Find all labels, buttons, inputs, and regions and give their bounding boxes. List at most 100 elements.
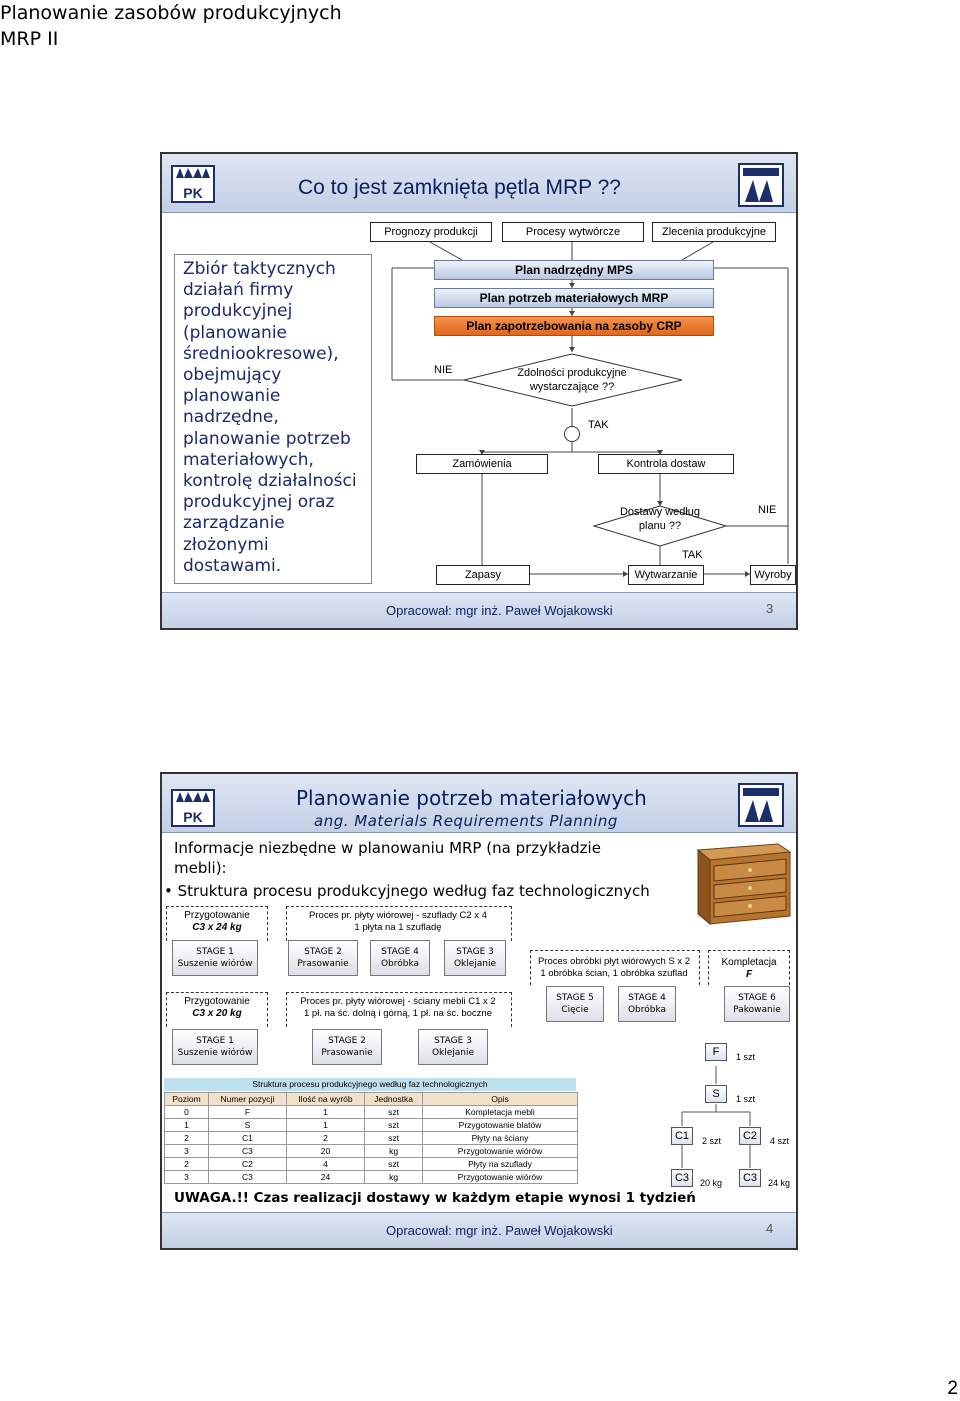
prep1-line2: C3 x 24 kg [192,922,242,933]
slide-3: PK Co to jest zamknięta pętla MRP ?? Zbi… [160,152,798,630]
bom-table: Poziom Numer pozycji Ilość na wyrób Jedn… [163,1092,578,1184]
prep1-text: Przygotowanie C3 x 24 kg [168,910,266,934]
dash-prep1 [166,906,268,941]
proc2-text: Proces pr. płyty wiórowej - ściany mebli… [288,996,508,1020]
box-zamowienia: Zamówienia [416,454,548,474]
tree-node-s: S [705,1085,727,1103]
label-nie-capacity: NIE [434,364,453,376]
stage-label: STAGE 4 [381,947,419,957]
connector-circle [564,426,580,442]
product-tree-lines [681,1066,751,1168]
table-header-row: Poziom Numer pozycji Ilość na wyrób Jedn… [163,1092,578,1106]
stage-label: STAGE 3 [434,1036,472,1046]
tree-node-c2: C2 [739,1127,761,1145]
closed-loop-diagram-lines [391,241,789,577]
tree-node-c3a: C3 [671,1169,693,1187]
table-cell: 24 [285,1170,366,1184]
slide-subtitle: ang. Materials Requirements Planning [314,812,618,830]
stage-label: STAGE 1 [196,1036,234,1046]
stage-label: STAGE 3 [456,947,494,957]
proc3-text: Proces obróbki płyt wiórowych S x 2 1 ob… [530,956,698,980]
slide-title: Planowanie potrzeb materiałowych [296,786,647,810]
prep2-line2: C3 x 20 kg [192,1008,242,1019]
stage-name: Prasowanie [297,959,349,969]
komp-line2: F [745,969,753,980]
stage-1-suszenie-2: STAGE 1 Suszenie wiórów [172,1029,258,1065]
tree-qty-f: 1 szt [736,1052,756,1062]
tree-qty-s: 1 szt [736,1094,756,1104]
proc3-line1: Proces obróbki płyt wiórowych S x 2 [537,956,691,967]
bar-crp: Plan zapotrzebowania na zasoby CRP [434,316,714,336]
stage-name: Cięcie [561,1005,589,1015]
label-tak-delivery: TAK [682,549,703,561]
tree-node-c1: C1 [671,1127,693,1145]
stage-name: Oklejanie [453,959,497,969]
dresser-image [696,843,792,926]
slide-header [162,154,796,213]
stage-name: Suszenie wiórów [177,959,253,969]
document-title-line1: Planowanie zasobów produkcyjnych [0,2,342,24]
table-header-cell: Numer pozycji [208,1092,287,1106]
decision-diamond-delivery [592,505,728,547]
label-tak-capacity: TAK [588,419,609,431]
stage-label: STAGE 4 [628,993,666,1003]
stage-4-obrobka-2: STAGE 4 Obróbka [618,986,676,1022]
stage-label: STAGE 2 [304,947,342,957]
slide-footer: Opracował: mgr inż. Paweł Wojakowski 3 [162,592,796,628]
komp-text: Kompletacja F [710,957,788,981]
bullet-icon: • [164,882,178,900]
table-cell: 1 [285,1105,366,1119]
box-procesy-wytworcze: Procesy wytwórcze [502,222,644,242]
tree-qty-c3b: 24 kg [768,1178,791,1188]
castle-logo-icon [738,163,784,207]
bullet-item: • Struktura procesu produkcyjnego według… [164,882,650,900]
bar-mrp: Plan potrzeb materiałowych MRP [434,288,714,308]
svg-text:PK: PK [183,809,202,825]
dash-proc3 [530,950,700,985]
prep2-text: Przygotowanie C3 x 20 kg [168,996,266,1020]
definition-box: Zbiór taktycznych działań firmy produkcy… [174,254,372,584]
proc1-line1: Proces pr. płyty wiórowej - szuflady C2 … [309,910,487,921]
castle-logo-icon [738,783,784,827]
tree-qty-c3a: 20 kg [700,1178,723,1188]
tree-qty-c1: 2 szt [702,1136,722,1146]
decision-delivery-label: Dostawy według planu ?? [619,506,701,532]
document-title: Planowanie zasobów produkcyjnych MRP II [0,0,342,52]
label-nie-delivery: NIE [758,504,777,516]
prep2-line1: Przygotowanie [184,996,250,1007]
stage-2-prasowanie: STAGE 2 Prasowanie [288,940,358,976]
stage-label: STAGE 1 [196,947,234,957]
stage-name: Prasowanie [321,1048,373,1058]
stage-6-pakowanie: STAGE 6 Pakowanie [724,986,790,1022]
svg-text:PK: PK [183,185,202,201]
slide-title: Co to jest zamknięta pętla MRP ?? [298,176,621,199]
stage-name: Suszenie wiórów [177,1048,253,1058]
decision-diamond-capacity [463,353,683,407]
stage-3-oklejanie: STAGE 3 Oklejanie [444,940,506,976]
table-cell: 3 [163,1170,210,1184]
stage-name: Pakowanie [733,1005,781,1015]
stage-name: Obróbka [627,1005,667,1015]
box-prognozy-produkcji: Prognozy produkcji [370,222,492,242]
dash-proc2 [286,992,512,1027]
intro-text: Informacje niezbędne w planowaniu MRP (n… [174,839,601,877]
footer-author: Opracował: mgr inż. Paweł Wojakowski [386,603,613,618]
decision-capacity-label: Zdolności produkcyjne wystarczające ?? [517,367,627,393]
dash-komp [708,950,790,985]
slide-header [162,774,796,833]
proc2-line1: Proces pr. płyty wiórowej - ściany mebli… [300,996,496,1007]
warning-text: UWAGA.!! Czas realizacji dostawy w każdy… [174,1190,696,1206]
proc1-text: Proces pr. płyty wiórowej - szuflady C2 … [288,910,508,934]
tree-node-f: F [705,1043,727,1061]
slide-footer: Opracował: mgr inż. Paweł Wojakowski 4 [162,1212,796,1248]
slide-number: 4 [766,1221,774,1236]
slide-number: 3 [766,601,774,616]
stage-label: STAGE 6 [738,993,776,1003]
stage-label: STAGE 5 [556,993,594,1003]
